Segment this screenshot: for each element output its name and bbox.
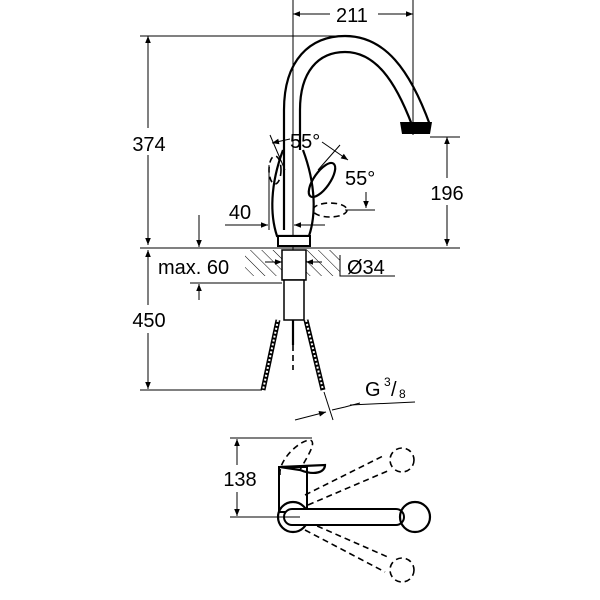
- dimension-total-height: 374: [132, 35, 345, 245]
- mounting-shank: [281, 249, 307, 281]
- dim-196-label: 196: [430, 183, 463, 205]
- lever-handle: [307, 161, 337, 199]
- angle-55-side-label: 55°: [290, 131, 320, 153]
- dimension-max-counter-thickness: max. 60: [158, 215, 282, 300]
- max-60-label: max. 60: [158, 257, 229, 279]
- thread-g: G: [365, 379, 381, 401]
- dimension-body-offset: 40: [225, 165, 325, 230]
- dimension-outlet-height: 196: [430, 136, 464, 246]
- diameter-34-label: Ø34: [347, 257, 385, 279]
- supply-hoses: [260, 279, 334, 421]
- dim-374-label: 374: [132, 134, 165, 156]
- dimension-hose-length: 450: [132, 250, 262, 391]
- dim-40-label: 40: [229, 202, 251, 224]
- thread-slash: /: [391, 379, 397, 401]
- thread-numerator: 3: [384, 375, 391, 389]
- faucet-base: [277, 235, 311, 247]
- thread-connection-label: G 3 / 8: [294, 375, 416, 421]
- faucet-top-view: 138: [223, 437, 432, 583]
- angle-55-front-label: 55°: [345, 168, 375, 190]
- dim-450-label: 450: [132, 310, 165, 332]
- dim-211-label: 211: [336, 5, 368, 27]
- thread-denominator: 8: [399, 387, 406, 401]
- lever-open-position: [312, 202, 348, 218]
- dim-138-label: 138: [223, 469, 256, 491]
- dimension-hole-diameter: Ø34: [265, 255, 395, 279]
- spout-head: [400, 122, 432, 134]
- faucet-spout: [282, 34, 432, 230]
